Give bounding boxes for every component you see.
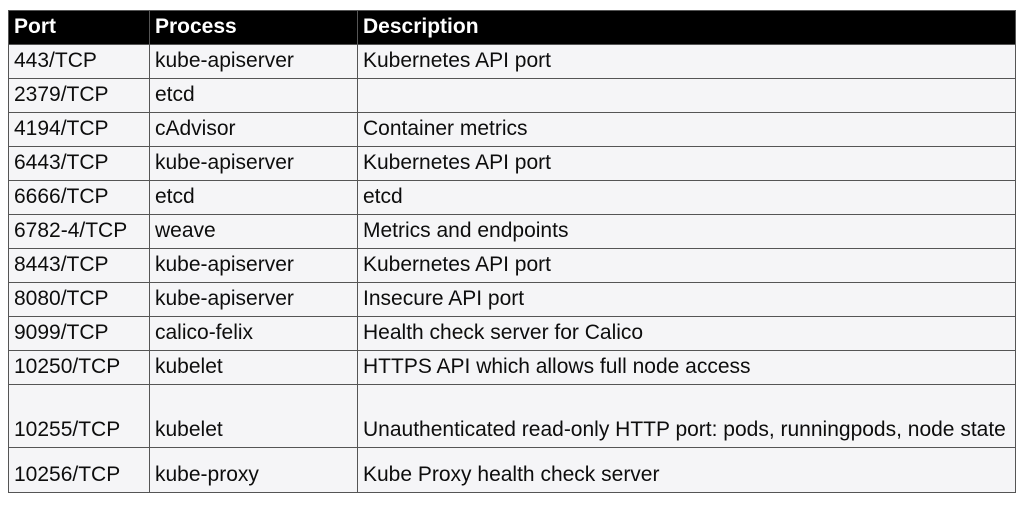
cell-port: 8443/TCP [8,248,150,283]
column-header-process: Process [149,10,358,45]
cell-process: etcd [149,78,358,113]
ports-table-container: Port Process Description 443/TCP kube-ap… [8,10,1016,493]
cell-description: Kubernetes API port [357,146,1016,181]
cell-description: Container metrics [357,112,1016,147]
cell-port: 6782-4/TCP [8,214,150,249]
table-row: 2379/TCP etcd [8,78,1016,113]
cell-process: weave [149,214,358,249]
cell-description: Kubernetes API port [357,248,1016,283]
table-header-row: Port Process Description [8,10,1016,45]
cell-port: 2379/TCP [8,78,150,113]
cell-port: 10255/TCP [8,384,150,448]
table-row: 8080/TCP kube-apiserver Insecure API por… [8,282,1016,317]
table-row: 6443/TCP kube-apiserver Kubernetes API p… [8,146,1016,181]
table-row: 8443/TCP kube-apiserver Kubernetes API p… [8,248,1016,283]
table-row: 9099/TCP calico-felix Health check serve… [8,316,1016,351]
cell-process: cAdvisor [149,112,358,147]
cell-process: kube-apiserver [149,146,358,181]
cell-port: 443/TCP [8,44,150,79]
cell-port: 6443/TCP [8,146,150,181]
cell-description: Kubernetes API port [357,44,1016,79]
table-row: 6666/TCP etcd etcd [8,180,1016,215]
cell-process: calico-felix [149,316,358,351]
cell-process: kube-apiserver [149,44,358,79]
cell-description: Kube Proxy health check server [357,447,1016,493]
table-row: 10255/TCP kubelet Unauthenticated read-o… [8,384,1016,448]
cell-description: etcd [357,180,1016,215]
column-header-port: Port [8,10,150,45]
cell-port: 6666/TCP [8,180,150,215]
cell-description: Metrics and endpoints [357,214,1016,249]
cell-process: kube-apiserver [149,282,358,317]
cell-process: kubelet [149,384,358,448]
cell-port: 8080/TCP [8,282,150,317]
cell-process: etcd [149,180,358,215]
cell-description: HTTPS API which allows full node access [357,350,1016,385]
table-row: 10250/TCP kubelet HTTPS API which allows… [8,350,1016,385]
cell-description: Health check server for Calico [357,316,1016,351]
cell-description: Unauthenticated read-only HTTP port: pod… [357,384,1016,448]
cell-port: 10256/TCP [8,447,150,493]
cell-port: 9099/TCP [8,316,150,351]
ports-table: Port Process Description 443/TCP kube-ap… [8,10,1016,493]
cell-description [357,78,1016,113]
cell-process: kubelet [149,350,358,385]
cell-process: kube-apiserver [149,248,358,283]
cell-port: 4194/TCP [8,112,150,147]
table-row: 10256/TCP kube-proxy Kube Proxy health c… [8,447,1016,493]
cell-port: 10250/TCP [8,350,150,385]
table-row: 4194/TCP cAdvisor Container metrics [8,112,1016,147]
cell-description: Insecure API port [357,282,1016,317]
column-header-description: Description [357,10,1016,45]
table-row: 6782-4/TCP weave Metrics and endpoints [8,214,1016,249]
cell-process: kube-proxy [149,447,358,493]
table-row: 443/TCP kube-apiserver Kubernetes API po… [8,44,1016,79]
